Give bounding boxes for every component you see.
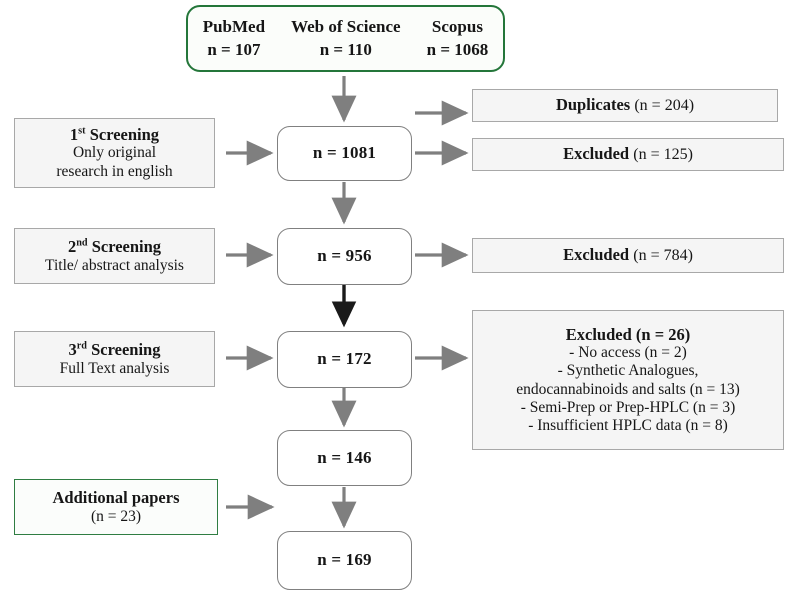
screening-2-title: 2nd Screening <box>67 237 162 257</box>
count-box-172: n = 172 <box>277 331 412 388</box>
source-pubmed-count: n = 107 <box>207 39 261 59</box>
count-label-956: n = 956 <box>317 246 372 266</box>
screening-3-subtitle-line1: Full Text analysis <box>59 359 170 377</box>
source-columns: PubMed n = 107 Web of Science n = 110 Sc… <box>203 17 489 59</box>
count-label-1081: n = 1081 <box>312 143 377 163</box>
screening-1-subtitle-line1: Only original <box>72 144 157 162</box>
count-label-169: n = 169 <box>317 550 372 570</box>
excluded-784-box: Excluded (n = 784) <box>472 238 784 273</box>
excluded-784-label: Excluded (n = 784) <box>563 245 693 265</box>
source-databases-box: PubMed n = 107 Web of Science n = 110 Sc… <box>186 5 505 72</box>
count-label-172: n = 172 <box>317 349 372 369</box>
source-web-of-science-name: Web of Science <box>291 17 401 37</box>
count-box-956: n = 956 <box>277 228 412 285</box>
source-scopus-name: Scopus <box>431 17 483 37</box>
source-scopus: Scopus n = 1068 <box>427 17 489 59</box>
excluded-26-box: Excluded (n = 26) - No access (n = 2) - … <box>472 310 784 450</box>
count-box-146: n = 146 <box>277 430 412 486</box>
excluded-26-reason-2: - Synthetic Analogues, <box>557 362 699 380</box>
excluded-125-box: Excluded (n = 125) <box>472 138 784 171</box>
additional-papers-label: Additional papers <box>52 488 180 508</box>
source-pubmed: PubMed n = 107 <box>203 17 265 59</box>
duplicates-box: Duplicates (n = 204) <box>472 89 778 122</box>
additional-papers-count: (n = 23) <box>90 507 142 525</box>
count-label-146: n = 146 <box>317 447 372 467</box>
excluded-26-reason-4: - Insufficient HPLC data (n = 8) <box>528 417 728 435</box>
screening-1-title: 1st Screening <box>69 124 160 144</box>
screening-1-subtitle-line2: research in english <box>56 162 173 180</box>
screening-2-box: 2nd Screening Title/ abstract analysis <box>14 228 215 284</box>
screening-2-subtitle-line1: Title/ abstract analysis <box>45 256 184 274</box>
count-box-169: n = 169 <box>277 531 412 590</box>
source-scopus-count: n = 1068 <box>426 39 489 59</box>
screening-1-box: 1st Screening Only original research in … <box>14 118 215 188</box>
source-web-of-science: Web of Science n = 110 <box>291 17 401 59</box>
source-web-of-science-count: n = 110 <box>319 39 372 59</box>
screening-3-box: 3rd Screening Full Text analysis <box>14 331 215 387</box>
excluded-26-header: Excluded (n = 26) <box>565 324 691 344</box>
excluded-26-reason-2-cont: endocannabinoids and salts (n = 13) <box>516 380 740 398</box>
excluded-26-reason-3: - Semi-Prep or Prep-HPLC (n = 3) <box>520 398 736 416</box>
excluded-125-label: Excluded (n = 125) <box>563 144 693 164</box>
excluded-26-reason-1: - No access (n = 2) <box>569 344 687 362</box>
source-pubmed-name: PubMed <box>202 17 266 37</box>
count-box-1081: n = 1081 <box>277 126 412 181</box>
additional-papers-box: Additional papers (n = 23) <box>14 479 218 535</box>
duplicates-label: Duplicates (n = 204) <box>555 95 695 115</box>
screening-3-title: 3rd Screening <box>68 340 161 360</box>
